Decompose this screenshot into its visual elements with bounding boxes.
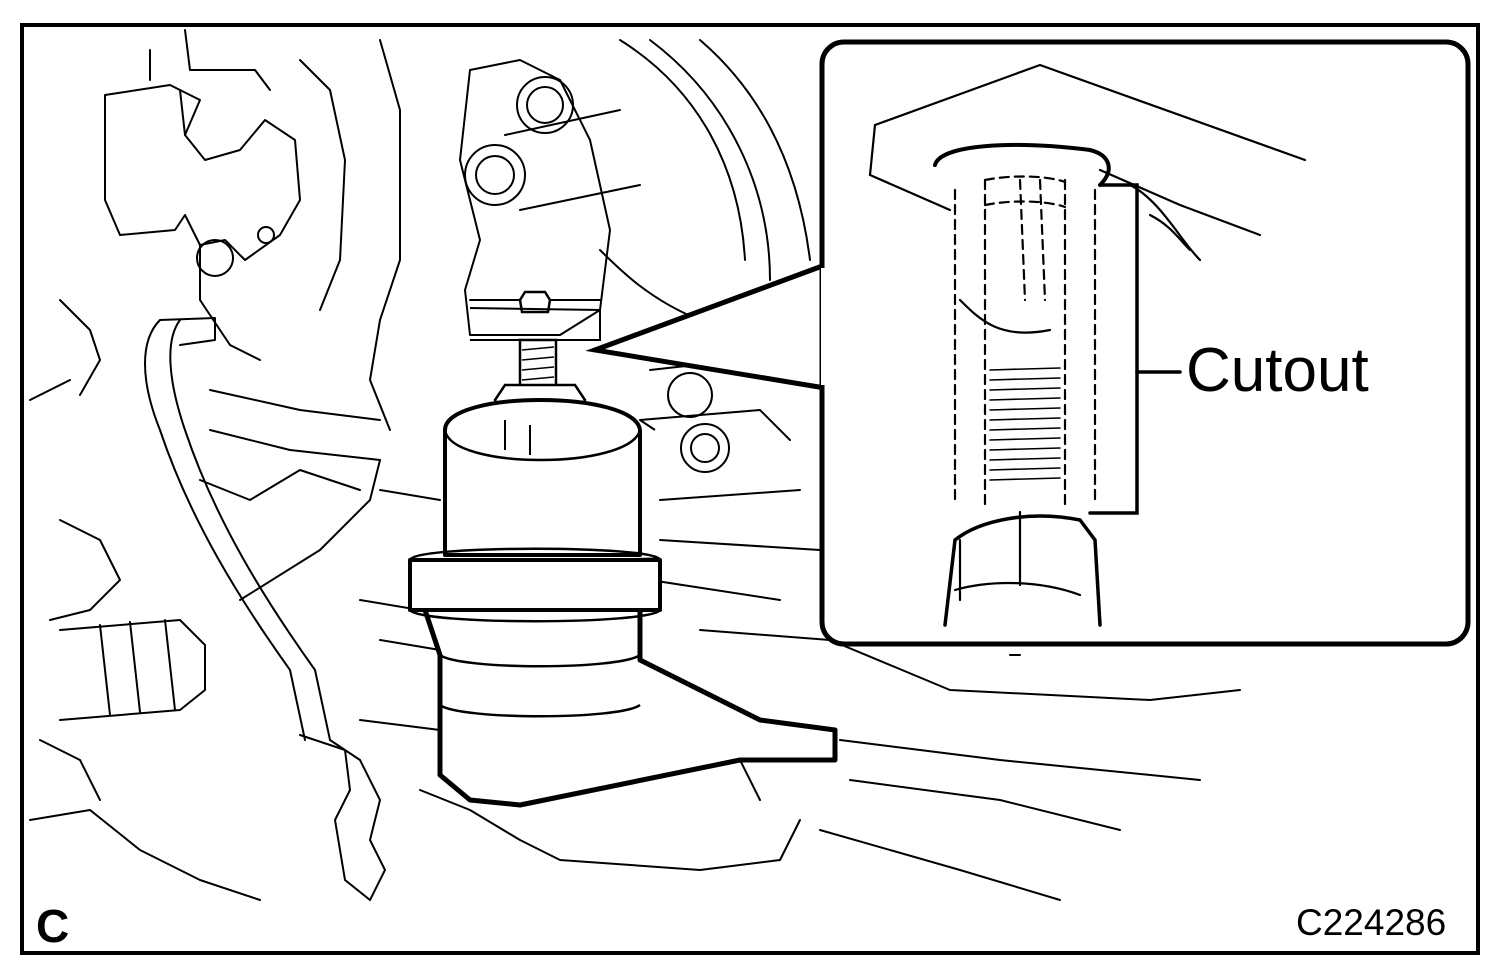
inset-detail-linework <box>868 63 1307 627</box>
view-letter: C <box>36 900 70 952</box>
magnified-inset <box>819 39 1471 647</box>
callout-pointer <box>585 262 826 391</box>
figure-code: C224286 <box>1296 902 1447 943</box>
special-service-tool <box>408 398 838 808</box>
detail-region-marker <box>469 307 601 341</box>
callout-label-cutout: Cutout <box>1186 336 1369 405</box>
